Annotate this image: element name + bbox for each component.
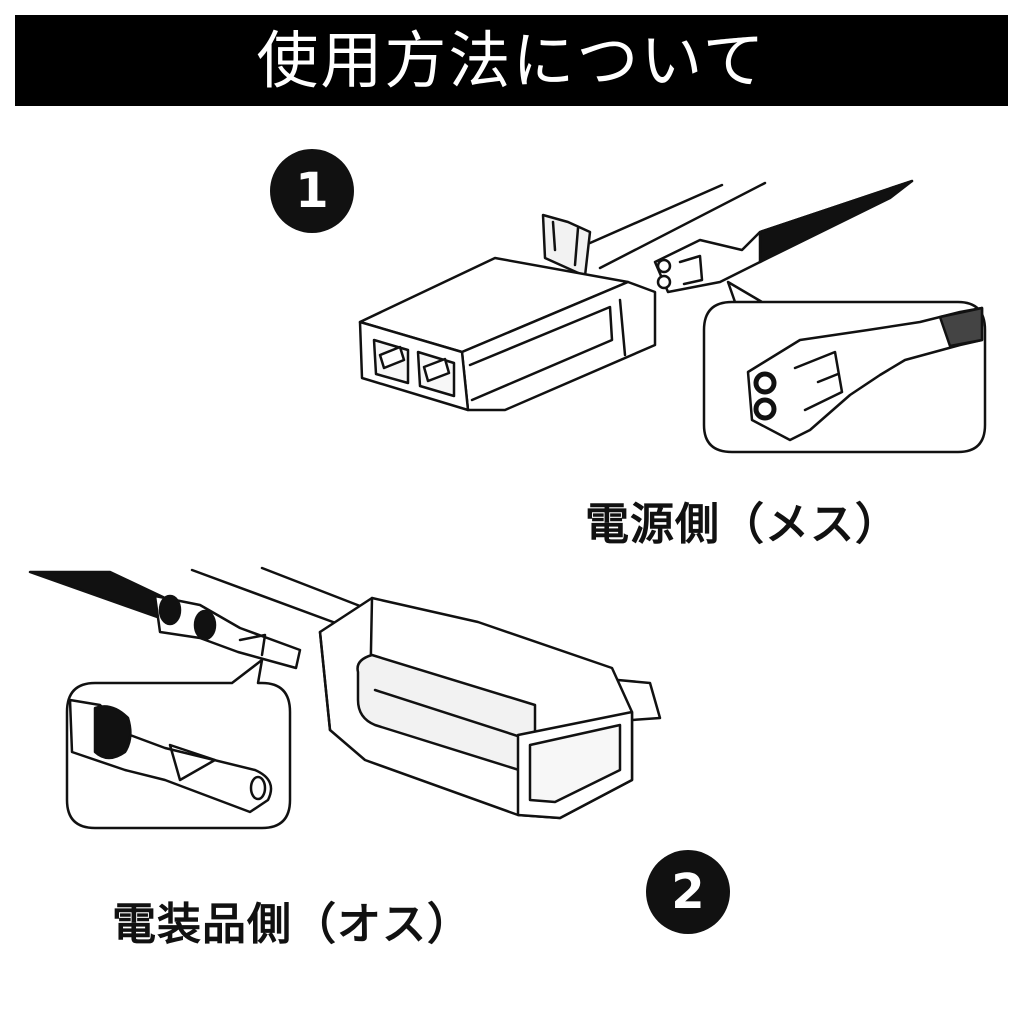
step-1-label: 電源側（メス） [585,499,900,550]
female-terminal [653,179,914,294]
step-2-badge: 2 [646,850,730,934]
female-housing [358,181,767,412]
title-bar: 使用方法について [15,15,1008,106]
step-1-badge: 1 [270,149,354,233]
female-terminal-zoom [702,280,987,454]
page-title: 使用方法について [256,23,767,97]
male-terminal-zoom [65,658,292,830]
male-housing [190,566,662,820]
step-2-label: 電装品側（オス） [112,899,472,950]
male-terminal [28,570,302,670]
